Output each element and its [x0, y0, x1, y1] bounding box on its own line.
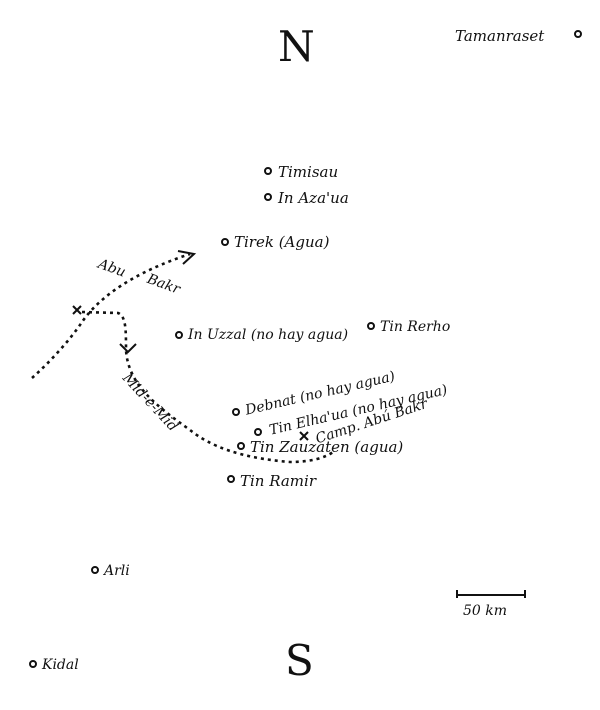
scale-label: 50 km	[463, 603, 508, 619]
dot-tin-ramir	[227, 475, 235, 483]
label-tirek: Tirek (Agua)	[234, 233, 330, 251]
dot-arli	[91, 566, 99, 574]
label-kidal: Kidal	[42, 657, 79, 673]
dot-tin-elhaua	[254, 428, 262, 436]
cross-junction	[72, 305, 82, 315]
dot-tin-zauzaten	[237, 442, 245, 450]
dot-timisau	[264, 167, 272, 175]
dot-in-azaua	[264, 193, 272, 201]
dot-tirek	[221, 238, 229, 246]
label-tin-ramir: Tin Ramir	[240, 472, 317, 490]
dot-debnat	[232, 408, 240, 416]
compass-south: S	[285, 636, 314, 685]
label-arli: Arli	[104, 563, 130, 579]
dot-tamanrasset	[574, 30, 582, 38]
label-in-azaua: In Aza'ua	[278, 189, 349, 207]
dot-tin-rerho	[367, 322, 375, 330]
route-abu-bakr-arrow	[177, 250, 197, 265]
cross-camp-abu-bakr	[299, 431, 309, 441]
dot-kidal	[29, 660, 37, 668]
label-in-uzzal: In Uzzal (no hay agua)	[188, 327, 349, 343]
label-tin-rerho: Tin Rerho	[380, 319, 451, 335]
dot-in-uzzal	[175, 331, 183, 339]
label-timisau: Timisau	[278, 163, 339, 181]
scale-bar	[456, 590, 526, 598]
label-tin-zauzaten: Tin Zauzaten (agua)	[250, 438, 404, 456]
route-abu-bakr	[31, 252, 191, 379]
route-mid-e-mid	[81, 310, 334, 464]
route-mid-e-mid-arrow	[119, 343, 137, 354]
label-tamanrasset: Tamanraset	[455, 27, 545, 45]
compass-north: N	[278, 22, 315, 71]
